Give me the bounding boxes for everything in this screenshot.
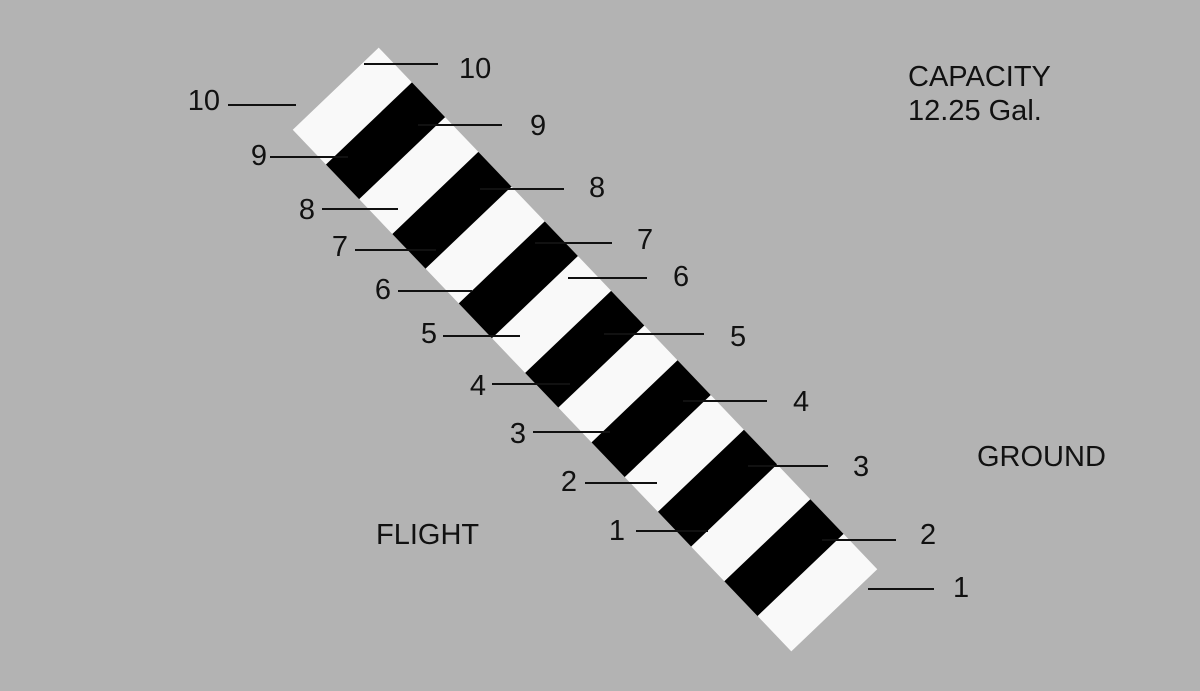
gauge-bands (292, 47, 878, 652)
flight-tick-label: 9 (251, 140, 267, 172)
flight-tick-label: 5 (421, 318, 437, 350)
ground-tick-label: 2 (920, 519, 936, 551)
ground-tick-label: 8 (589, 172, 605, 204)
ground-tick-label: 9 (530, 110, 546, 142)
ground-label: GROUND (977, 441, 1106, 473)
flight-tick-label: 4 (470, 370, 486, 402)
flight-tick-label: 3 (510, 418, 526, 450)
ground-tick-label: 3 (853, 451, 869, 483)
ground-tick-label: 4 (793, 386, 809, 418)
ground-tick-label: 6 (673, 261, 689, 293)
flight-tick-label: 1 (609, 515, 625, 547)
capacity-value: 12.25 Gal. (908, 95, 1042, 127)
flight-tick-label: 8 (299, 194, 315, 226)
ground-tick-label: 1 (953, 572, 969, 604)
gauge-band (757, 533, 878, 652)
capacity-label: CAPACITY 12.25 Gal. (908, 60, 1051, 128)
capacity-title: CAPACITY (908, 61, 1051, 93)
flight-tick-label: 7 (332, 231, 348, 263)
flight-tick-label: 6 (375, 274, 391, 306)
ground-tick-label: 10 (459, 53, 491, 85)
flight-label: FLIGHT (376, 519, 480, 551)
ground-tick-label: 5 (730, 321, 746, 353)
ground-tick-label: 7 (637, 224, 653, 256)
flight-tick-label: 2 (561, 466, 577, 498)
flight-tick-label: 10 (188, 85, 220, 117)
